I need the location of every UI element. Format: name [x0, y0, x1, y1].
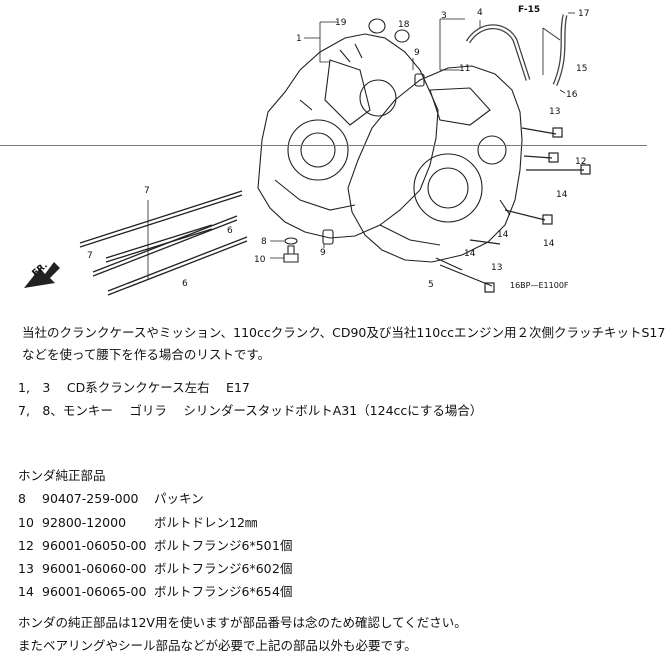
- part-label-13-a: 13: [549, 107, 560, 117]
- part-label-18: 18: [398, 20, 410, 30]
- part-number: 96001-06065-00: [42, 584, 147, 599]
- note-line-2: またベアリングやシール部品などが必要で上記の部品以外も必要です。: [18, 638, 417, 653]
- part-number: 92800-12000: [42, 515, 127, 530]
- part-label-3: 3: [441, 11, 447, 21]
- stud-bolts: [79, 190, 248, 296]
- part-no: 10: [18, 515, 34, 530]
- part-no: 13: [18, 561, 34, 576]
- part-label-17: 17: [578, 9, 589, 19]
- flange-bolts: [435, 127, 591, 293]
- parts-row: 8 90407-259-000 パッキン: [18, 491, 204, 507]
- diagram-code: 16BP—E1100F: [510, 281, 569, 290]
- crankcase-exploded-diagram: FR. 1 19 18 3 4 9 11 F-15 17 15 16 12 14…: [24, 5, 591, 296]
- part-name: パッキン: [154, 491, 204, 506]
- part-no: 14: [18, 584, 34, 599]
- note-line-1: ホンダの純正部品は12V用を使いますが部品番号は念のため確認してください。: [18, 615, 467, 630]
- item-row-1: 1, 3 CD系クランクケース左右 E17: [18, 380, 250, 395]
- left-crankcase-half: [257, 33, 439, 239]
- part-label-5: 5: [428, 280, 434, 290]
- part-label-14-b: 14: [543, 239, 555, 249]
- parts-row: 14 96001-06065-00 ボルトフランジ6*654個: [18, 584, 292, 600]
- part-name: ボルトフランジ6*50: [154, 538, 272, 553]
- part-label-12: 12: [575, 157, 586, 167]
- drain-bolt: [283, 245, 299, 263]
- part-number: 96001-06060-00: [42, 561, 147, 576]
- part-label-16: 16: [566, 90, 578, 100]
- scan-line-divider: [0, 145, 647, 146]
- item-row-2: 7, 8、モンキー ゴリラ シリンダースタッドボルトA31（124ccにする場合…: [18, 403, 483, 418]
- part-qty: 1個: [272, 538, 293, 553]
- part-label-14-d: 14: [464, 249, 476, 259]
- parts-row: 12 96001-06050-00 ボルトフランジ6*501個: [18, 538, 292, 554]
- part-name: ボルトドレン12㎜: [154, 515, 258, 530]
- part-no: 8: [18, 491, 26, 506]
- part-qty: 4個: [272, 584, 293, 599]
- part-label-6-b: 6: [182, 279, 188, 289]
- honda-parts-heading: ホンダ純正部品: [18, 468, 106, 483]
- part-no: 12: [18, 538, 34, 553]
- part-label-19: 19: [335, 18, 347, 28]
- part-number: 90407-259-000: [42, 491, 139, 506]
- parts-row: 13 96001-06060-00 ボルトフランジ6*602個: [18, 561, 292, 577]
- part-label-8: 8: [261, 237, 267, 247]
- drain-washer: [284, 237, 298, 245]
- part-label-4: 4: [477, 8, 483, 18]
- front-arrow-icon: [24, 262, 60, 288]
- right-crankcase-half: [347, 65, 523, 263]
- part-label-9-bottom: 9: [320, 248, 326, 258]
- parts-row: 10 92800-12000 ボルトドレン12㎜: [18, 515, 257, 531]
- part-label-10: 10: [254, 255, 266, 265]
- part-label-13-b: 13: [491, 263, 502, 273]
- part-label-1: 1: [296, 34, 302, 44]
- part-label-6-a: 6: [227, 226, 233, 236]
- part-label-9-top: 9: [414, 48, 420, 58]
- part-name: ボルトフランジ6*65: [154, 584, 272, 599]
- part-label-11: 11: [459, 64, 470, 74]
- dowel-pin: [322, 229, 334, 245]
- part-qty: 2個: [272, 561, 293, 576]
- oil-seal: [368, 18, 386, 34]
- intro-line-1: 当社のクランクケースやミッション、110ccクランク、CD90及び当社110cc…: [22, 325, 665, 340]
- part-number: 96001-06050-00: [42, 538, 147, 553]
- intro-line-2: などを使って腰下を作る場合のリストです。: [22, 347, 271, 362]
- part-label-7-a: 7: [144, 186, 150, 196]
- part-label-7-b: 7: [87, 251, 93, 261]
- part-name: ボルトフランジ6*60: [154, 561, 272, 576]
- part-label-14-c: 14: [497, 230, 509, 240]
- figure-ref: F-15: [518, 5, 540, 15]
- part-label-14-a: 14: [556, 190, 568, 200]
- part-label-15: 15: [576, 64, 587, 74]
